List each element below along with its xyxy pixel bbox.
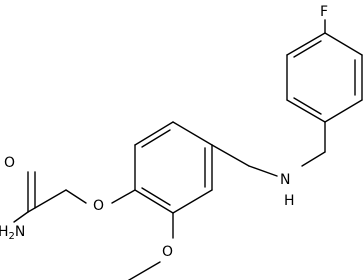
bond [27,189,67,213]
bond [134,121,174,146]
bond [134,189,174,214]
atom-label-amine-h: H [284,193,295,209]
bond [65,189,87,204]
bond [324,99,363,123]
atom-label-ether-o: O [93,198,104,214]
oxyacetamide-chain [13,171,136,223]
methoxyphenyl-ring [134,121,213,214]
bond [211,144,250,167]
benzylamine-linker [211,121,326,177]
bond [172,189,213,214]
bond [13,211,29,223]
atom-label-amide-nh2: H2N [0,224,25,242]
bond [286,32,326,56]
double-bond-inner [293,97,322,115]
bond [248,165,278,177]
double-bond-inner [293,40,322,58]
bond [286,99,326,123]
atom-label-fluorine: F [320,4,328,20]
bond [127,261,161,280]
double-bond-inner [141,187,171,206]
atom-label-methoxy-o: O [162,244,173,260]
bond [324,32,363,56]
bond [111,189,136,204]
atom-label-carbonyl-o: O [4,155,15,171]
double-bond-inner [141,129,171,148]
fluorophenyl-ring [286,32,363,123]
atom-label-amine-n: N [280,172,290,188]
bond [172,121,213,146]
bond [301,151,326,167]
